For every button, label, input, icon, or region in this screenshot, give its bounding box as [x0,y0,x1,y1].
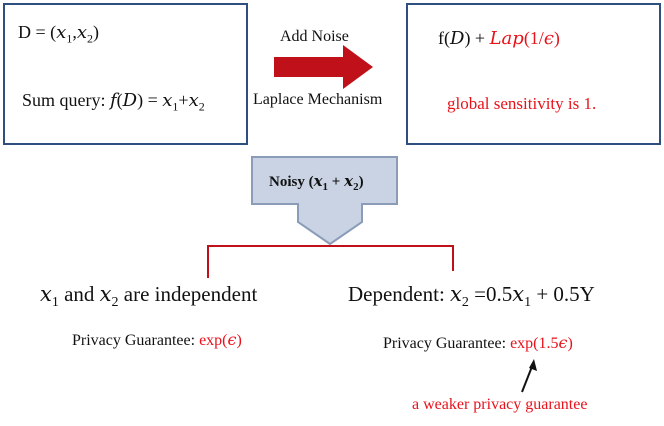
sum-x2: x [188,90,199,111]
dep-label: Dependent: [348,282,451,306]
weaker-guarantee-note: a weaker privacy guarantee [412,396,588,413]
dep-exp-prefix: exp(1.5 [510,335,559,352]
noisy-output-box [406,3,661,145]
ind-guarantee-label: Privacy Guarantee: [72,332,200,349]
noisy-x2: x [344,172,354,190]
ind-exp-suffix: ) [236,332,242,349]
noisy-word: Noisy [269,174,309,190]
comma: , [72,22,77,42]
dataset-suffix: ) [92,22,99,42]
independent-heading: x1 and x2 are independent [40,282,257,311]
weaker-guarantee-arrowhead-icon [529,359,537,371]
dep-epsilon: ϵ [558,333,568,352]
noisy-down-arrow [251,156,398,246]
dep-guarantee-label: Privacy Guarantee: [383,335,511,352]
dep-x1-sub: 1 [524,295,532,311]
lap-symbol: Lap [489,28,524,49]
ind-x1-sub: 1 [51,295,59,311]
sum-x1: x [162,90,173,111]
right-d-symbol: D [450,28,465,49]
noisy-x1-sub: 1 [322,181,329,193]
ind-rest: are independent [118,282,258,306]
plus-sign: + [178,90,189,110]
noisy-open: ( [308,174,314,190]
x1-var: x [56,22,67,43]
sum-x2-sub: 2 [198,99,205,114]
laplace-mechanism-label: Laplace Mechanism [253,91,383,108]
f-prefix: f( [438,28,450,48]
dep-exp-suffix: ) [567,335,573,352]
ind-x1: x [40,282,52,306]
sum-x1-sub: 1 [172,99,179,114]
dataset-definition: D = (x1,x2) [18,22,99,47]
independent-guarantee: Privacy Guarantee: exp(ϵ) [72,330,242,350]
epsilon-symbol: ϵ [543,28,554,49]
global-sensitivity-note: global sensitivity is 1. [447,94,597,113]
f-suffix: ) + [464,28,490,48]
paren-open: ( [116,90,123,110]
dep-x2-sub: 2 [461,295,469,311]
ind-and: and [58,282,100,306]
dep-eq: =0.5 [468,282,513,306]
x2-sub: 2 [86,31,93,46]
ind-exp-prefix: exp( [199,332,228,349]
noisy-sum-label: Noisy (x1 + x2) [269,172,364,193]
x2-var: x [76,22,87,43]
dataset-box [3,3,248,145]
dep-x2: x [450,282,462,306]
split-bracket [207,245,454,278]
noisy-close: ) [358,174,364,190]
dependent-heading: Dependent: x2 =0.5x1 + 0.5Y [348,282,595,311]
ind-x2-sub: 2 [111,295,119,311]
dep-rest: + 0.5Y [531,282,595,306]
dataset-prefix: D = ( [18,22,57,42]
noisy-x2-sub: 2 [353,181,359,193]
noisy-x1: x [313,172,323,190]
d-symbol: D [122,90,138,111]
sum-query: Sum query: f(D) = x1+x2 [22,90,205,115]
noisy-output-formula: f(D) + Lap(1/ϵ) [438,28,560,49]
noisy-plus: + [328,174,345,190]
dependent-guarantee: Privacy Guarantee: exp(1.5ϵ) [383,333,573,353]
dep-x1: x [512,282,525,306]
lap-close: ) [553,28,560,48]
x1-sub: 1 [66,31,73,46]
add-noise-label: Add Noise [280,28,349,45]
paren-close-eq: ) = [137,90,163,110]
add-noise-arrow [274,45,373,89]
lap-arg: (1/ [523,28,544,48]
ind-x2: x [99,282,112,306]
f-symbol: f [110,90,117,111]
ind-epsilon: ϵ [227,330,237,349]
sum-query-label: Sum query: [22,90,110,110]
